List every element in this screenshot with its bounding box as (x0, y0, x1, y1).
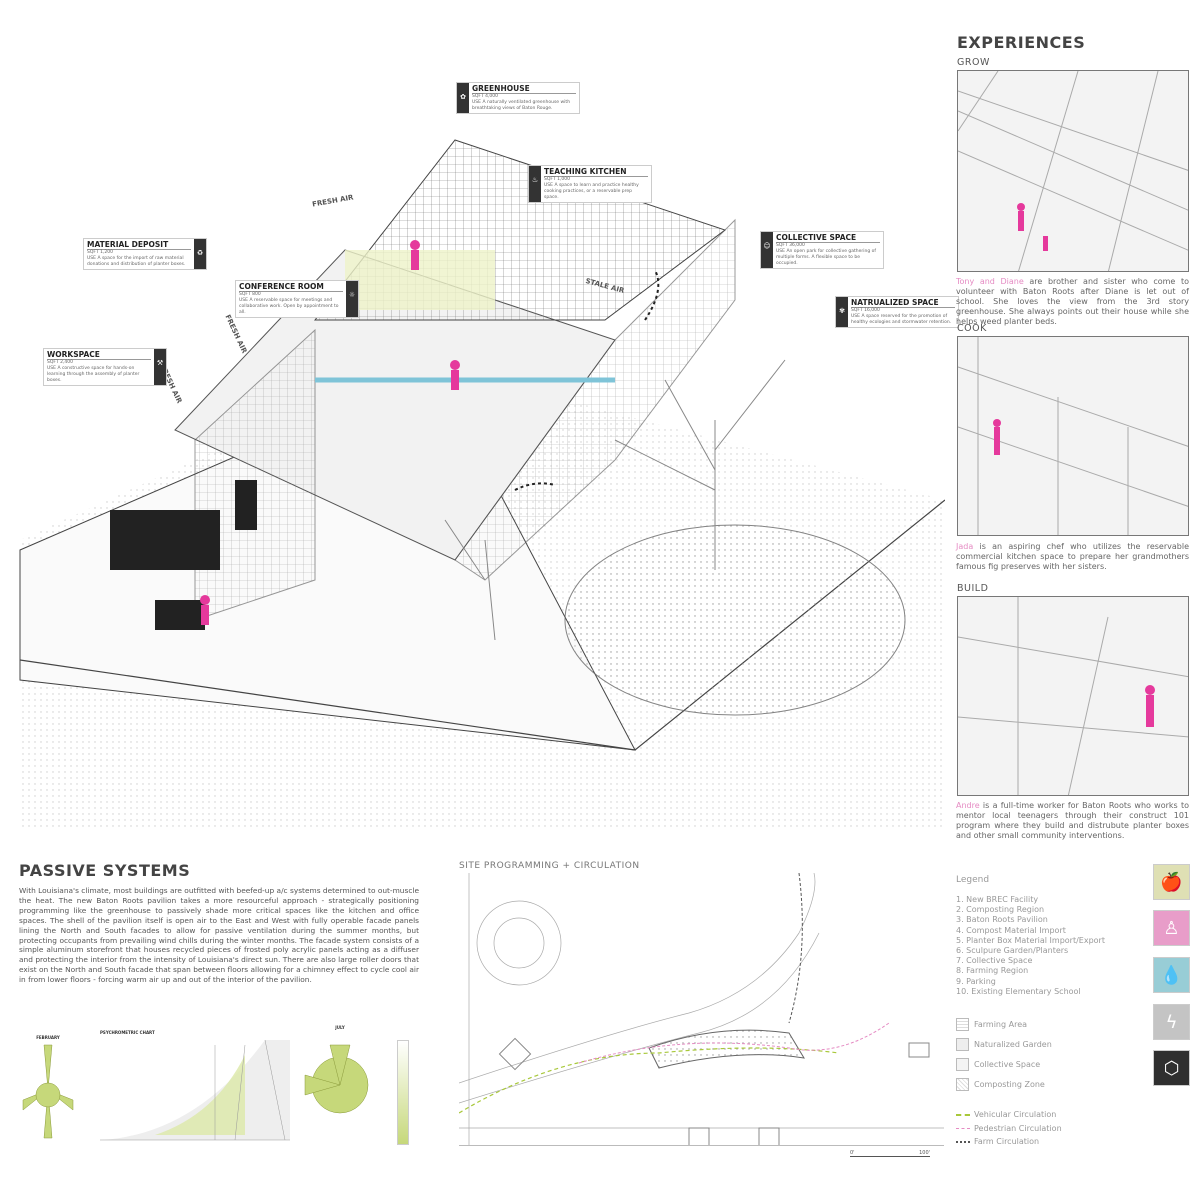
zone-composting-zone: Composting Zone (956, 1075, 1052, 1095)
circulation-legend: Vehicular Circulation Pedestrian Circula… (956, 1108, 1062, 1149)
legend-item: 1. New BREC Facility (956, 895, 1039, 904)
lightning-icon: ϟ (1153, 1004, 1190, 1040)
plant-icon: ✿ (457, 83, 469, 113)
zone-collective-space: Collective Space (956, 1055, 1052, 1075)
legend-item: 9. Parking (956, 976, 996, 986)
box-icon: ⬡ (1153, 1050, 1190, 1086)
passive-systems-text: With Louisiana's climate, most buildings… (19, 886, 419, 985)
temperature-scale (397, 1040, 409, 1145)
scale-bar: 0'100' (850, 1150, 930, 1157)
grow-label: GROW (957, 57, 990, 68)
person-icon: ♙ (1153, 910, 1190, 946)
grow-story: Tony and Diane are brother and sister wh… (956, 277, 1190, 326)
cook-story: Jada is an aspiring chef who utilizes th… (956, 542, 1189, 571)
lightbulb-icon: ☼ (346, 281, 358, 317)
legend-item: 5. Planter Box Material Import/Export (956, 935, 1105, 945)
farm-circulation: Farm Circulation (956, 1135, 1062, 1149)
recycle-icon: ♻ (194, 239, 206, 269)
pedestrian-circulation: Pedestrian Circulation (956, 1122, 1062, 1136)
experiences-title: EXPERIENCES (957, 33, 1086, 52)
cook-label: COOK (957, 323, 987, 334)
legend-item: 6. Sculpure Garden/Planters (956, 946, 1069, 956)
chef-hat-icon: ♨ (529, 166, 541, 202)
zone-farming-area: Farming Area (956, 1015, 1052, 1035)
legend-item: 10. Existing Elementary School (956, 986, 1081, 996)
legend-title: Legend (956, 875, 990, 885)
passive-systems-title: PASSIVE SYSTEMS (19, 861, 191, 880)
zone-legend: Farming Area Naturalized Garden Collecti… (956, 1015, 1052, 1095)
zone-naturalized-garden: Naturalized Garden (956, 1035, 1052, 1055)
build-story: Andre is a full-time worker for Baton Ro… (956, 801, 1189, 840)
july-wind-rose: JULY (300, 1025, 380, 1135)
legend-item: 2. Composting Region (956, 905, 1045, 915)
build-vignette (957, 596, 1189, 796)
build-label: BUILD (957, 583, 989, 594)
legend-item: 4. Compost Material Import (956, 925, 1066, 935)
legend-list: 1. New BREC Facility 2. Composting Regio… (956, 895, 1105, 997)
psychrometric-chart: PSYCHROMETRIC CHART (95, 1030, 300, 1145)
axonometric-drawing (15, 20, 946, 830)
food-icon: 🍎 (1153, 864, 1190, 900)
legend-item: 3. Baton Roots Pavilion (956, 915, 1048, 925)
legend-item: 7. Collective Space (956, 956, 1033, 966)
vehicular-circulation: Vehicular Circulation (956, 1108, 1062, 1122)
february-wind-rose: FEBRUARY (18, 1035, 78, 1145)
water-drop-icon: 💧 (1153, 957, 1190, 993)
cook-vignette (957, 336, 1189, 536)
butterfly-icon: ✾ (836, 297, 848, 327)
legend-item: 8. Farming Region (956, 966, 1029, 976)
hammer-icon: ⚒ (154, 349, 166, 385)
people-icon: ☺ (761, 232, 773, 268)
site-plan-title: SITE PROGRAMMING + CIRCULATION (459, 861, 640, 871)
grow-vignette (957, 70, 1189, 272)
site-plan (459, 873, 944, 1146)
